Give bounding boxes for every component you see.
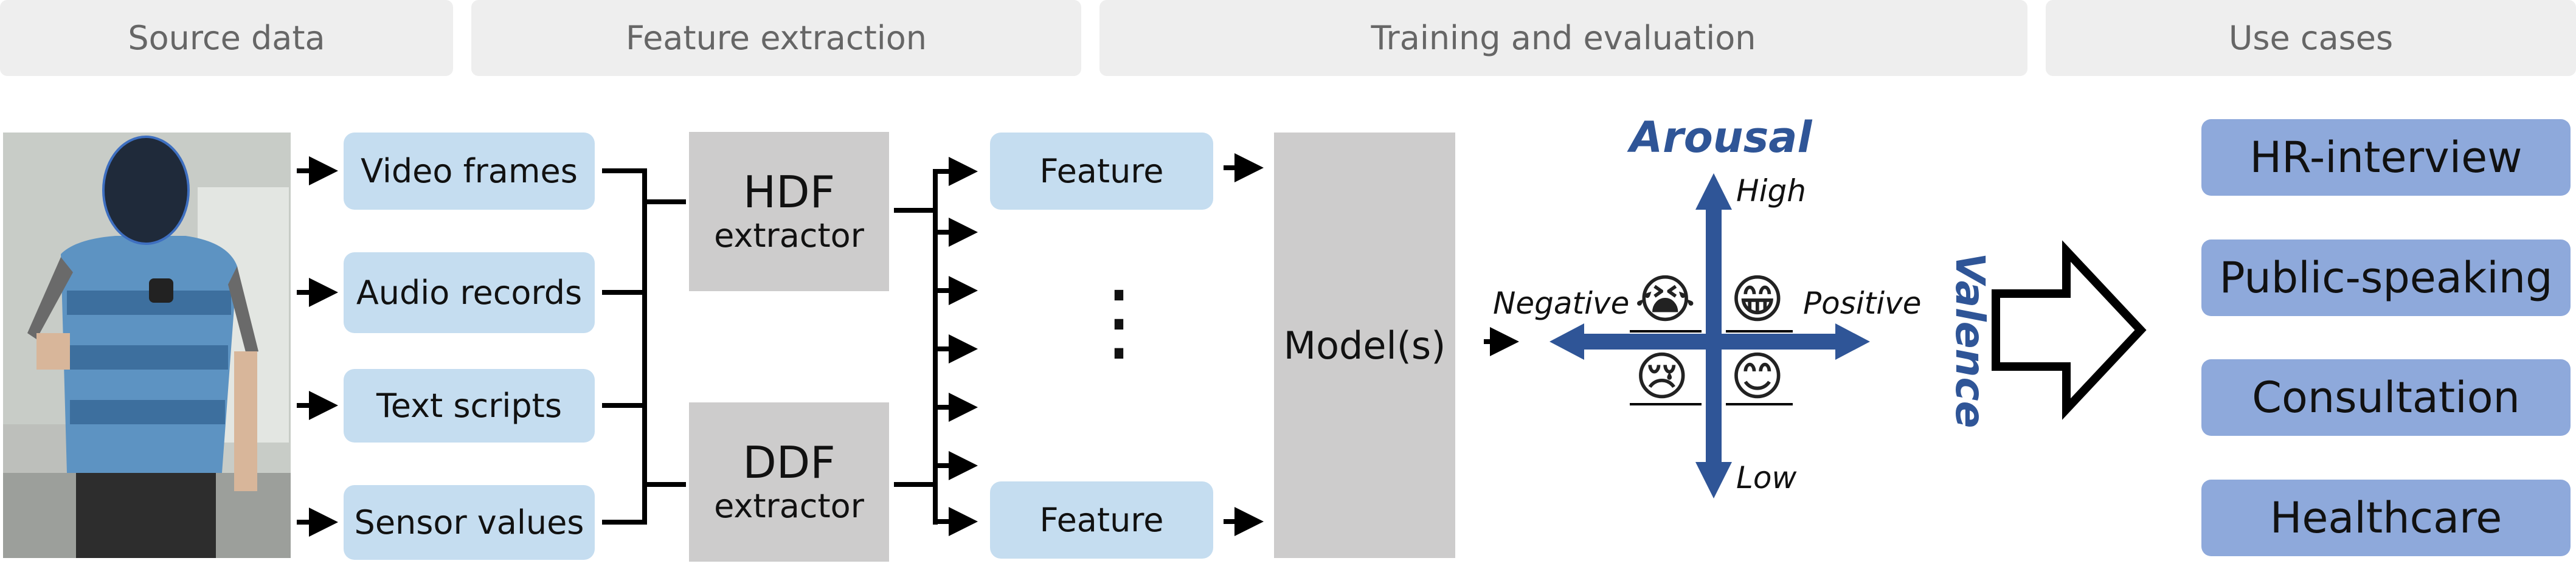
input-text-scripts: Text scripts [344, 369, 595, 443]
ddf-extractor-box: DDF extractor [689, 402, 889, 562]
emoji-baselines [1630, 330, 1793, 405]
input-video-frames: Video frames [344, 133, 595, 210]
use-case-hr-interview: HR-interview [2201, 119, 2571, 196]
features-fan [894, 157, 978, 536]
emoji-smiling-icon: 😊 [1730, 346, 1785, 407]
header-source-data: Source data [0, 0, 453, 76]
participant-illustration [3, 133, 291, 558]
use-case-public-speaking: Public-speaking [2201, 239, 2571, 316]
valence-positive-label: Positive [1803, 286, 1922, 321]
arousal-low-label: Low [1736, 460, 1797, 495]
header-training-evaluation: Training and evaluation [1099, 0, 2027, 76]
header-feature-extraction: Feature extraction [471, 0, 1081, 76]
hdf-extractor-box: HDF extractor [689, 132, 889, 291]
emoji-grinning-icon: 😁 [1730, 269, 1785, 330]
inputs-bracket [602, 168, 686, 525]
header-use-cases: Use cases [2046, 0, 2576, 76]
model-box: Model(s) [1274, 133, 1455, 558]
participant-photo [3, 133, 291, 558]
feature-bottom: Feature [990, 481, 1213, 559]
emoji-sad-icon: 😢 [1635, 346, 1689, 407]
arousal-title: Arousal [1630, 112, 1812, 162]
hollow-arrow [1992, 240, 2147, 420]
affect-axes [1549, 173, 1870, 498]
hdf-label: extractor [714, 216, 864, 255]
hdf-abbr: HDF [743, 166, 835, 218]
model-label: Model(s) [1283, 323, 1446, 368]
input-audio-records: Audio records [344, 252, 595, 333]
use-case-healthcare: Healthcare [2201, 480, 2571, 556]
valence-title: Valence [1946, 252, 1993, 429]
ddf-label: extractor [714, 487, 864, 526]
ddf-abbr: DDF [743, 436, 836, 488]
use-case-consultation: Consultation [2201, 359, 2571, 436]
feature-ellipsis: ⋮ [1076, 272, 1162, 371]
valence-negative-label: Negative [1493, 286, 1630, 321]
input-sensor-values: Sensor values [344, 485, 595, 560]
arousal-high-label: High [1736, 173, 1806, 208]
feature-top: Feature [990, 133, 1213, 210]
emoji-crying-icon: 😭 [1635, 269, 1696, 330]
